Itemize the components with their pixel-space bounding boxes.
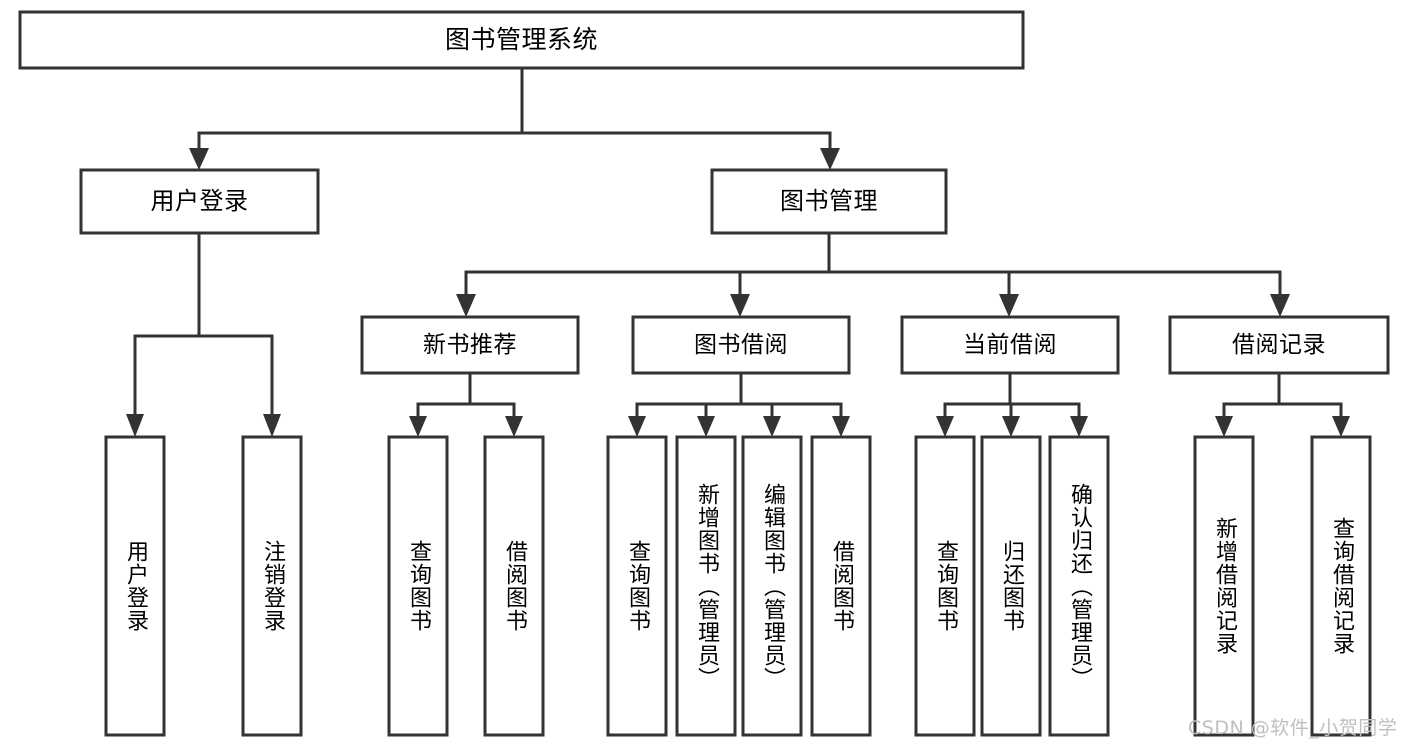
arrow-head-icon — [936, 416, 954, 437]
arrow-head-icon — [628, 416, 646, 437]
arrow-head-icon — [1332, 416, 1350, 437]
node-box-leaf-add-borrow-record[interactable] — [1193, 435, 1255, 737]
node-box-borrow-record[interactable] — [1168, 315, 1390, 375]
arrow-head-icon — [1215, 416, 1233, 437]
csdn-watermark: CSDN @软件_小贺同学 — [1188, 717, 1398, 739]
node-box-leaf-return-book[interactable] — [980, 435, 1042, 737]
arrow-head-icon — [697, 416, 715, 437]
arrow-head-icon — [1070, 416, 1088, 437]
arrow-head-icon — [999, 294, 1019, 317]
arrow-head-icon — [1002, 416, 1020, 437]
node-box-leaf-query-book-current[interactable] — [914, 435, 976, 737]
arrow-head-icon — [832, 416, 850, 437]
arrow-head-icon — [763, 416, 781, 437]
arrow-head-icon — [126, 414, 144, 437]
arrow-head-icon — [456, 294, 476, 317]
node-box-leaf-edit-book-admin[interactable] — [741, 435, 803, 737]
connector-borrow-record-to-leaves — [1215, 371, 1350, 437]
connector-root-to-level2 — [189, 66, 840, 170]
connector-user-login-to-leaves — [126, 231, 281, 437]
node-box-user-login[interactable] — [79, 168, 320, 235]
arrow-head-icon — [409, 416, 427, 437]
arrow-head-icon — [189, 148, 209, 170]
node-box-leaf-add-book-admin[interactable] — [675, 435, 737, 737]
node-box-leaf-confirm-return-admin[interactable] — [1048, 435, 1110, 737]
arrow-head-icon — [263, 414, 281, 437]
node-box-leaf-query-book-borrow[interactable] — [606, 435, 668, 737]
node-box-current-borrow[interactable] — [900, 315, 1120, 375]
arrow-head-icon — [505, 416, 523, 437]
connector-book-management-to-level3 — [456, 231, 1290, 317]
node-box-leaf-user-login[interactable] — [104, 435, 166, 737]
node-box-new-book-recommend[interactable] — [360, 315, 580, 375]
connector-new-book-recommend-to-leaves — [409, 371, 523, 437]
node-box-leaf-borrow-book-recommend[interactable] — [483, 435, 545, 737]
arrow-head-icon — [1270, 294, 1290, 317]
connector-book-borrow-to-leaves — [628, 371, 850, 437]
connector-current-borrow-to-leaves — [936, 371, 1088, 437]
node-box-leaf-logout[interactable] — [241, 435, 303, 737]
node-box-book-management[interactable] — [710, 168, 948, 235]
node-box-leaf-borrow-book[interactable] — [810, 435, 872, 737]
node-box-leaf-query-borrow-record[interactable] — [1310, 435, 1372, 737]
arrow-head-icon — [730, 294, 750, 317]
node-box-leaf-query-book-recommend[interactable] — [387, 435, 449, 737]
node-box-book-borrow[interactable] — [631, 315, 851, 375]
arrow-head-icon — [820, 148, 840, 170]
node-box-root[interactable] — [18, 10, 1025, 70]
